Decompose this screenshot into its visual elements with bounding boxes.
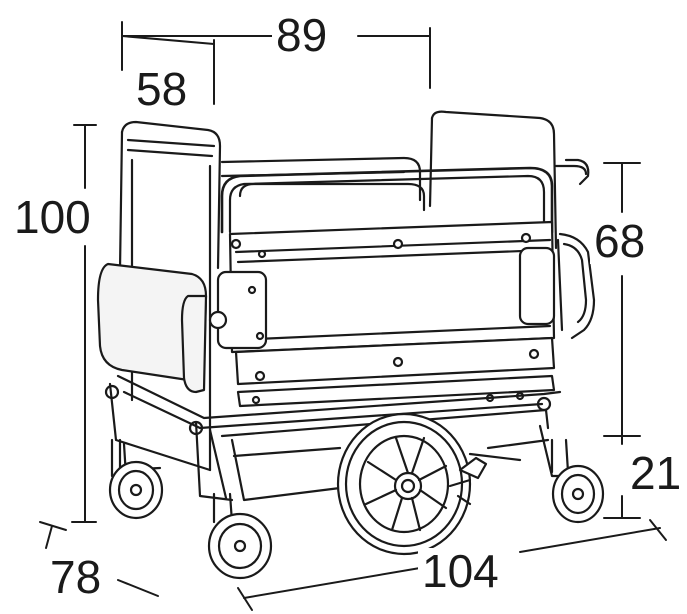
- left-side-cushion: [96, 262, 208, 394]
- large-rear-wheel: [336, 412, 488, 556]
- length-label: 104: [418, 548, 503, 594]
- seat-width-label: 58: [132, 66, 192, 112]
- clearance-label: 21: [626, 450, 686, 496]
- side-handle: [556, 232, 596, 340]
- overall-height-label: 100: [10, 194, 95, 240]
- rear-left-caster: [108, 438, 164, 520]
- backrest-height-label: 68: [590, 218, 650, 264]
- chassis-frame: [104, 374, 572, 502]
- dimension-lines: [39, 21, 667, 611]
- overall-width-label: 89: [272, 12, 332, 58]
- front-right-caster: [550, 438, 605, 524]
- right-seat-back: [428, 110, 590, 250]
- front-left-caster: [207, 492, 273, 580]
- push-handle: [220, 166, 554, 234]
- depth-label: 78: [46, 554, 106, 600]
- front-table-panel: [208, 220, 556, 408]
